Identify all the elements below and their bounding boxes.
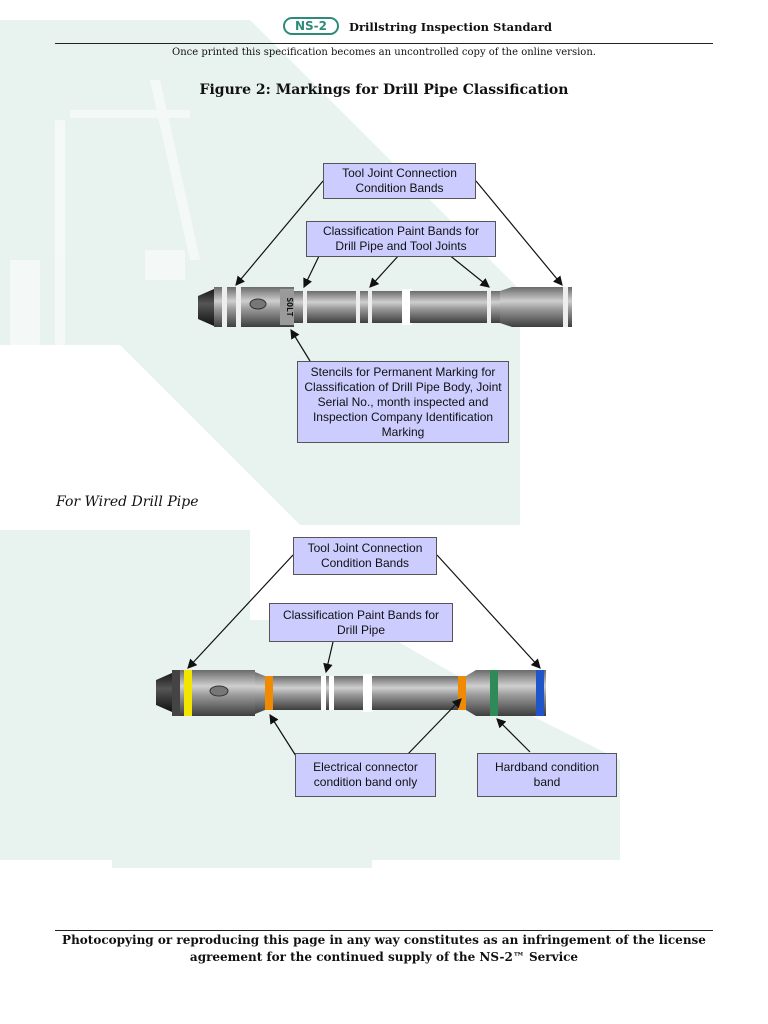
- stencil-mark: SOLT: [285, 297, 294, 316]
- pin-end: [198, 289, 214, 326]
- wired-subheading: For Wired Drill Pipe: [56, 494, 199, 510]
- header-title: Drillstring Inspection Standard: [349, 20, 553, 34]
- footer-license-notice: Photocopying or reproducing this page in…: [0, 932, 768, 966]
- callout-wired-classification-bands: Classification Paint Bands for Drill Pip…: [269, 603, 453, 642]
- stencil-area: [280, 289, 294, 325]
- band-orange-1: [265, 676, 273, 710]
- header-rule: [55, 43, 713, 44]
- footer-line-1: Photocopying or reproducing this page in…: [62, 933, 706, 947]
- footer-rule: [55, 930, 713, 931]
- callout-tool-joint-bands: Tool Joint Connection Condition Bands: [323, 163, 476, 199]
- band-yellow: [184, 670, 192, 716]
- uncontrolled-copy-notice: Once printed this specification becomes …: [172, 47, 596, 58]
- band-orange-2: [458, 676, 466, 710]
- callout-wired-tool-joint-bands: Tool Joint Connection Condition Bands: [293, 537, 437, 575]
- band-green: [490, 670, 498, 716]
- figure-title: Figure 2: Markings for Drill Pipe Classi…: [199, 82, 569, 98]
- ns2-logo: NS-2: [283, 17, 339, 35]
- band-blue: [536, 670, 544, 716]
- callout-hardband: Hardband condition band: [477, 753, 617, 797]
- callout-stencils: Stencils for Permanent Marking for Class…: [297, 361, 509, 443]
- tool-joint-pin: [512, 287, 572, 327]
- footer-line-2: agreement for the continued supply of th…: [189, 950, 579, 964]
- pipe-1: SOLT: [198, 287, 572, 327]
- callout-electrical-connector: Electrical connector condition band only: [295, 753, 436, 797]
- band-white-2: [329, 676, 334, 710]
- band-white-1: [321, 676, 326, 710]
- callout-classification-bands: Classification Paint Bands for Drill Pip…: [306, 221, 496, 257]
- pipe-2-wired: [156, 670, 546, 716]
